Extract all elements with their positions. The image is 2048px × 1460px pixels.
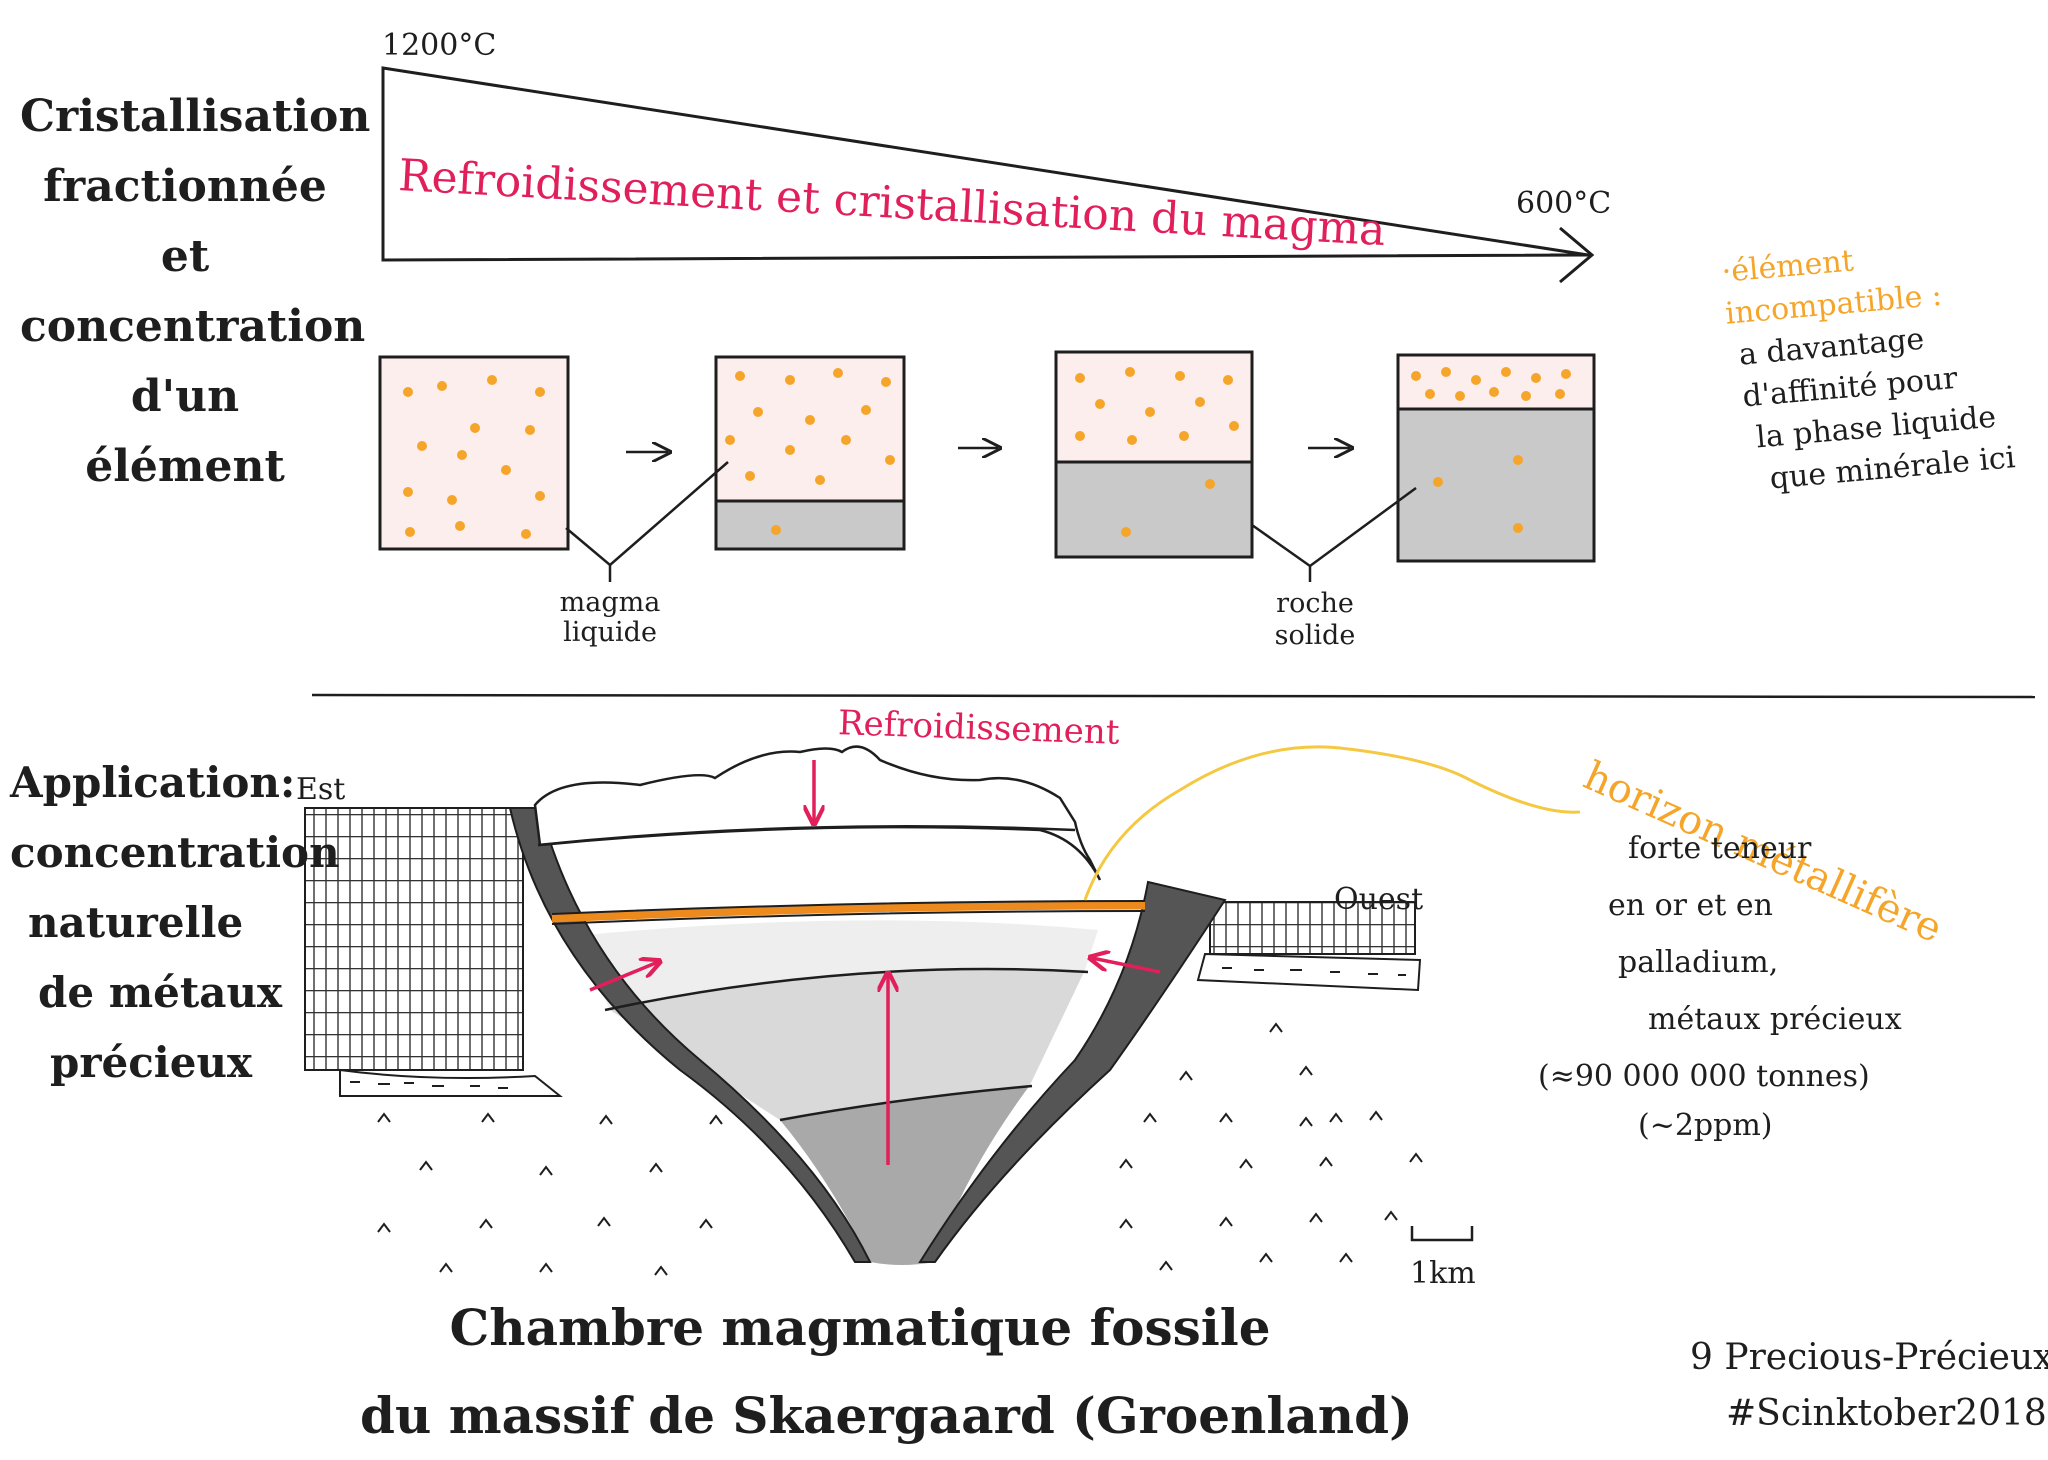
- horizon-desc-line-1: forte teneur: [1628, 831, 1812, 866]
- horizon-desc-line-2: en or et en: [1608, 888, 1773, 923]
- horizon-leader-line: [1083, 745, 1581, 901]
- surrounding-rock-marks: [377, 1022, 1423, 1276]
- temp-start-label: 1200°C: [382, 28, 497, 63]
- top-title-line-5: d'un: [130, 371, 240, 422]
- bottom-title-line-3: naturelle: [28, 898, 244, 947]
- cooling-wedge: [381, 66, 1595, 284]
- solid-label-line-1: roche: [1276, 588, 1354, 619]
- liquid-label-line-1: magma: [559, 587, 661, 618]
- solid-label: roche solide: [1260, 588, 1370, 652]
- section-divider: [311, 693, 2036, 699]
- horizon-description: forte teneur en or et en palladium, méta…: [1538, 820, 1938, 1154]
- caption-line-1: Chambre magmatique fossile: [449, 1298, 1271, 1357]
- signature-line-2: #Scinktober2018: [1726, 1393, 2047, 1434]
- bottom-title-line-4: de métaux: [38, 968, 283, 1017]
- horizon-desc-line-3: palladium,: [1618, 945, 1779, 980]
- signature: 9 Precious-Précieux #Scinktober2018: [1690, 1330, 2048, 1442]
- cooling-arrows: [589, 760, 1161, 1165]
- scale-bar: [1410, 1226, 1474, 1242]
- stage-box-2: [714, 355, 906, 551]
- stage-box-4: [1396, 353, 1596, 563]
- temp-end-label: 600°C: [1516, 186, 1612, 221]
- legend: ·élément incompatible : a davantage d'af…: [1720, 228, 2017, 503]
- country-rock-east: [304, 807, 563, 1097]
- top-title-line-6: élément: [85, 441, 285, 492]
- scale-label: 1km: [1410, 1256, 1476, 1291]
- stage-box-1: [378, 355, 570, 551]
- horizon-desc-line-4: métaux précieux: [1648, 1002, 1902, 1037]
- solid-pointer-lines: [1251, 486, 1417, 582]
- top-title-line-3: et: [160, 231, 210, 282]
- horizon-desc-line-6: (~2ppm): [1638, 1108, 1773, 1143]
- liquid-label: magma liquide: [555, 588, 665, 648]
- chamber-layers: [508, 745, 1227, 1265]
- top-title-line-4: concentration: [20, 301, 366, 352]
- caption-line-2: du massif de Skaergaard (Groenland): [360, 1386, 1413, 1445]
- top-title-line-2: fractionnée: [43, 161, 327, 212]
- stage-arrows: [626, 448, 1350, 452]
- caption: Chambre magmatique fossile du massif de …: [360, 1284, 1413, 1460]
- bottom-title-line-1: Application:: [10, 758, 296, 807]
- bottom-title-line-5: précieux: [50, 1038, 253, 1087]
- solid-label-line-2: solide: [1274, 620, 1356, 651]
- liquid-pointer-lines: [565, 461, 729, 582]
- signature-line-1: 9 Precious-Précieux: [1690, 1337, 2048, 1378]
- west-label: Ouest: [1334, 882, 1424, 917]
- horizon-desc-line-5: (≈90 000 000 tonnes): [1538, 1059, 1870, 1094]
- top-title: Cristallisation fractionnée et concentra…: [20, 82, 371, 502]
- liquid-label-line-2: liquide: [563, 617, 657, 648]
- top-title-line-1: Cristallisation: [20, 91, 371, 142]
- country-rock-west: [1196, 901, 1422, 992]
- bottom-title-line-2: concentration: [10, 828, 340, 877]
- element-dots: [403, 367, 1571, 539]
- east-label: Est: [296, 772, 346, 807]
- stage-box-3: [1054, 350, 1254, 559]
- bottom-title: Application: concentration naturelle de …: [10, 748, 340, 1098]
